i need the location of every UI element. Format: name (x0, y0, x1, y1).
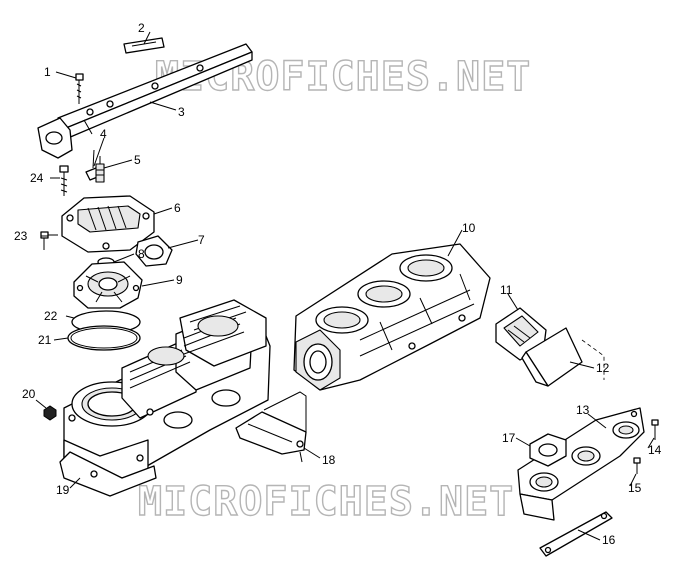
part-9-head-insert (73, 261, 143, 309)
callout-10: 10 (462, 221, 476, 235)
part-3-rail (37, 43, 253, 159)
callout-16: 16 (602, 533, 616, 547)
part-20-nut (43, 405, 57, 421)
callout-labels: 1 2 3 4 5 6 7 8 9 10 11 12 13 14 15 16 1… (14, 21, 662, 547)
callout-12: 12 (596, 361, 610, 375)
part-6-head-cover (61, 195, 155, 253)
part-18-gasket (235, 391, 307, 463)
callout-23: 23 (14, 229, 28, 243)
callout-11: 11 (500, 283, 513, 297)
leader-lines (35, 31, 655, 541)
callout-21: 21 (38, 333, 52, 347)
part-13-intake-manifold (517, 407, 645, 521)
part-17-gasket (529, 433, 567, 467)
callout-8: 8 (138, 247, 145, 261)
callout-3: 3 (178, 105, 185, 119)
part-10-crankcase (293, 243, 491, 391)
part-14-bolt (651, 419, 659, 440)
part-16-bracket (539, 511, 613, 557)
callout-15: 15 (628, 481, 642, 495)
part-15-bolt (633, 457, 641, 474)
callout-5: 5 (134, 153, 141, 167)
part-5-spark-plug (95, 156, 105, 183)
part-21-o-ring (67, 325, 141, 351)
callout-20: 20 (22, 387, 36, 401)
callout-2: 2 (138, 21, 145, 35)
callout-19: 19 (56, 483, 70, 497)
callout-13: 13 (576, 403, 590, 417)
callout-6: 6 (174, 201, 181, 215)
callout-17: 17 (502, 431, 516, 445)
callout-9: 9 (176, 273, 183, 287)
callout-24: 24 (30, 171, 44, 185)
part-12-reed-block (521, 327, 605, 387)
callout-1: 1 (44, 65, 51, 79)
part-2-decal (123, 37, 165, 54)
callout-14: 14 (648, 443, 662, 457)
part-1-bolt (75, 73, 84, 104)
callout-18: 18 (322, 453, 336, 467)
part-7-gasket (135, 235, 173, 267)
part-24-bolt (59, 165, 69, 196)
watermark-bottom: MICROFICHES.NET (138, 479, 514, 525)
callout-7: 7 (198, 233, 205, 247)
callout-22: 22 (44, 309, 58, 323)
part-19-cylinder-block (59, 299, 271, 497)
part-23-bolt (40, 231, 58, 250)
callout-4: 4 (100, 127, 107, 141)
